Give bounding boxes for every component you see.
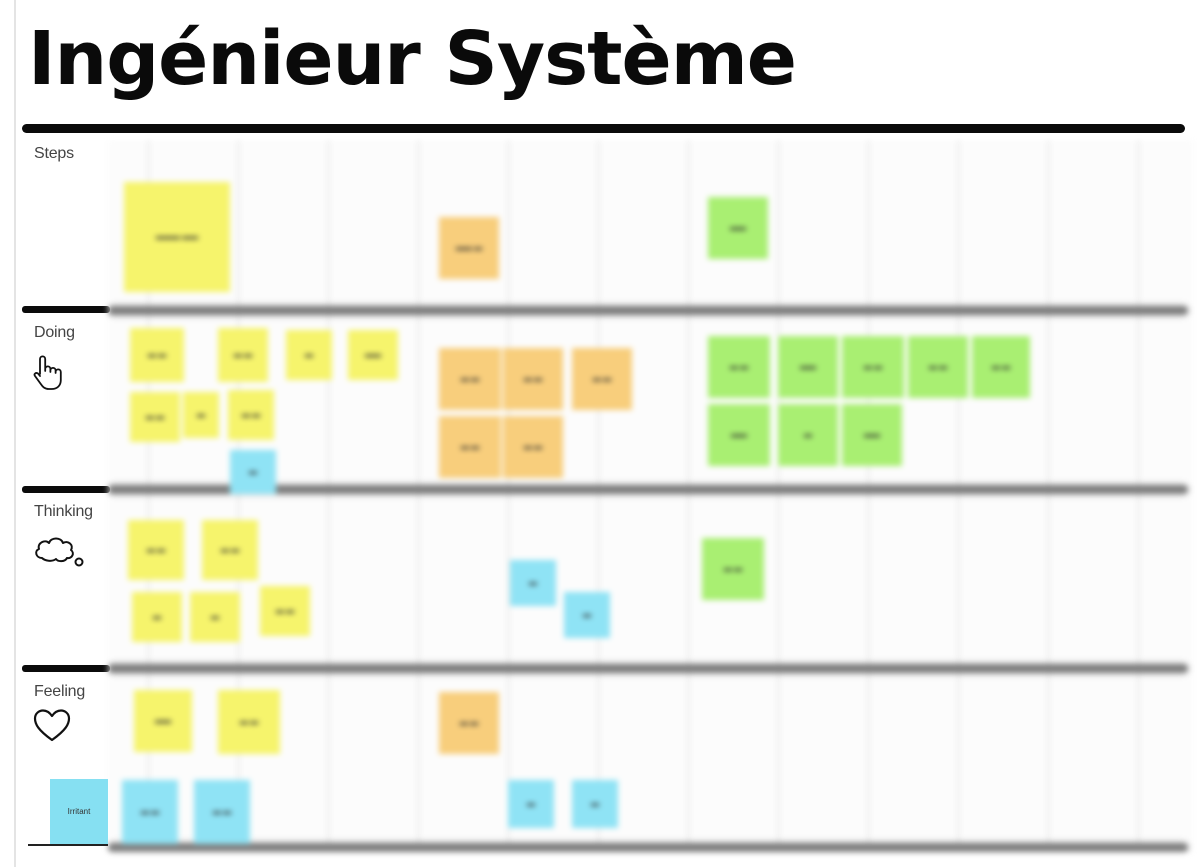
sticky-note[interactable]: ▬▬ [778,336,838,398]
lane-separator-thinking [22,486,110,493]
grid-line [778,140,779,852]
lane-divider [108,843,1188,852]
sticky-note[interactable]: ▬ ▬ [260,586,310,636]
sticky-note[interactable]: ▬ ▬ [218,328,268,382]
sticky-note[interactable]: ▬▬ [348,330,398,380]
sticky-note[interactable]: ▬ ▬ [439,416,501,478]
lane-separator-doing [22,306,110,313]
irritant-sticky-note[interactable]: Irritant [50,779,108,844]
sticky-note[interactable]: ▬▬▬ ▬▬ [124,182,230,292]
lane-label-feeling: Feeling [34,683,86,700]
sticky-note[interactable]: ▬▬ [134,690,192,752]
lane-divider [108,664,1188,673]
sticky-note[interactable]: ▬ ▬ [439,692,499,754]
sticky-note[interactable]: ▬ [183,392,219,438]
sticky-note[interactable]: ▬ [564,592,610,638]
sticky-note[interactable]: ▬▬ [708,197,768,259]
sticky-note[interactable]: ▬ ▬ [122,780,178,844]
bottom-left-rule [28,844,108,846]
grid-line [688,140,689,852]
grid-line [508,140,509,852]
sticky-note[interactable]: ▬ [190,592,240,642]
sticky-note[interactable]: ▬ ▬ [503,416,563,478]
grid-line [958,140,959,852]
lane-separator-feeling [22,665,110,672]
sticky-note[interactable]: ▬ [572,780,618,828]
grid-line [1138,140,1139,852]
sticky-note[interactable]: ▬ ▬ [702,538,764,600]
journey-board[interactable]: ▬▬▬ ▬▬ ▬▬ ▬ ▬▬ ▬ ▬ ▬ ▬ ▬ ▬▬ ▬ ▬ ▬ ▬ ▬ ▬ … [108,140,1193,852]
sticky-note[interactable]: ▬ ▬ [708,336,770,398]
grid-line [1048,140,1049,852]
grid-line [328,140,329,852]
heart-icon [33,709,71,742]
sticky-note[interactable]: ▬▬ [842,404,902,466]
sticky-note[interactable]: ▬ ▬ [972,336,1030,398]
lane-divider [108,485,1188,494]
sticky-note[interactable]: ▬ ▬ [439,348,501,410]
sticky-note[interactable]: ▬ ▬ [218,690,280,754]
grid-line [868,140,869,852]
board-title: Ingénieur Système [28,16,797,102]
sticky-note[interactable]: ▬ ▬ [908,336,968,398]
sticky-note[interactable]: ▬ ▬ [842,336,904,398]
sticky-note[interactable]: ▬ ▬ [503,348,563,410]
sticky-note[interactable]: ▬ ▬ [130,328,184,382]
sticky-note[interactable]: ▬ [132,592,182,642]
sticky-note[interactable]: ▬ ▬ [130,392,180,442]
sticky-note[interactable]: ▬ ▬ [228,390,274,440]
pointer-hand-icon [33,355,62,390]
grid-line [238,140,239,852]
lane-label-steps: Steps [34,145,74,162]
sticky-note[interactable]: ▬ [508,780,554,828]
sticky-note[interactable]: ▬ ▬ [202,520,258,580]
sticky-note[interactable]: ▬ ▬ [128,520,184,580]
title-divider [22,124,1185,133]
lane-label-thinking: Thinking [34,503,93,520]
sticky-note[interactable]: ▬ [286,330,332,380]
grid-line [598,140,599,852]
canvas-left-border [14,0,16,867]
grid-line [418,140,419,852]
thought-cloud-icon [35,537,84,567]
lane-divider [108,306,1188,315]
sticky-note[interactable]: ▬▬ [708,404,770,466]
sticky-note[interactable]: ▬ [778,404,838,466]
sticky-note[interactable]: ▬ ▬ [194,780,250,844]
sticky-note[interactable]: ▬ [230,450,276,494]
lane-label-doing: Doing [34,324,75,341]
sticky-note[interactable]: ▬ [510,560,556,606]
sticky-note[interactable]: ▬▬ ▬ [439,217,499,279]
grid-line [148,140,149,852]
sticky-note[interactable]: ▬ ▬ [572,348,632,410]
